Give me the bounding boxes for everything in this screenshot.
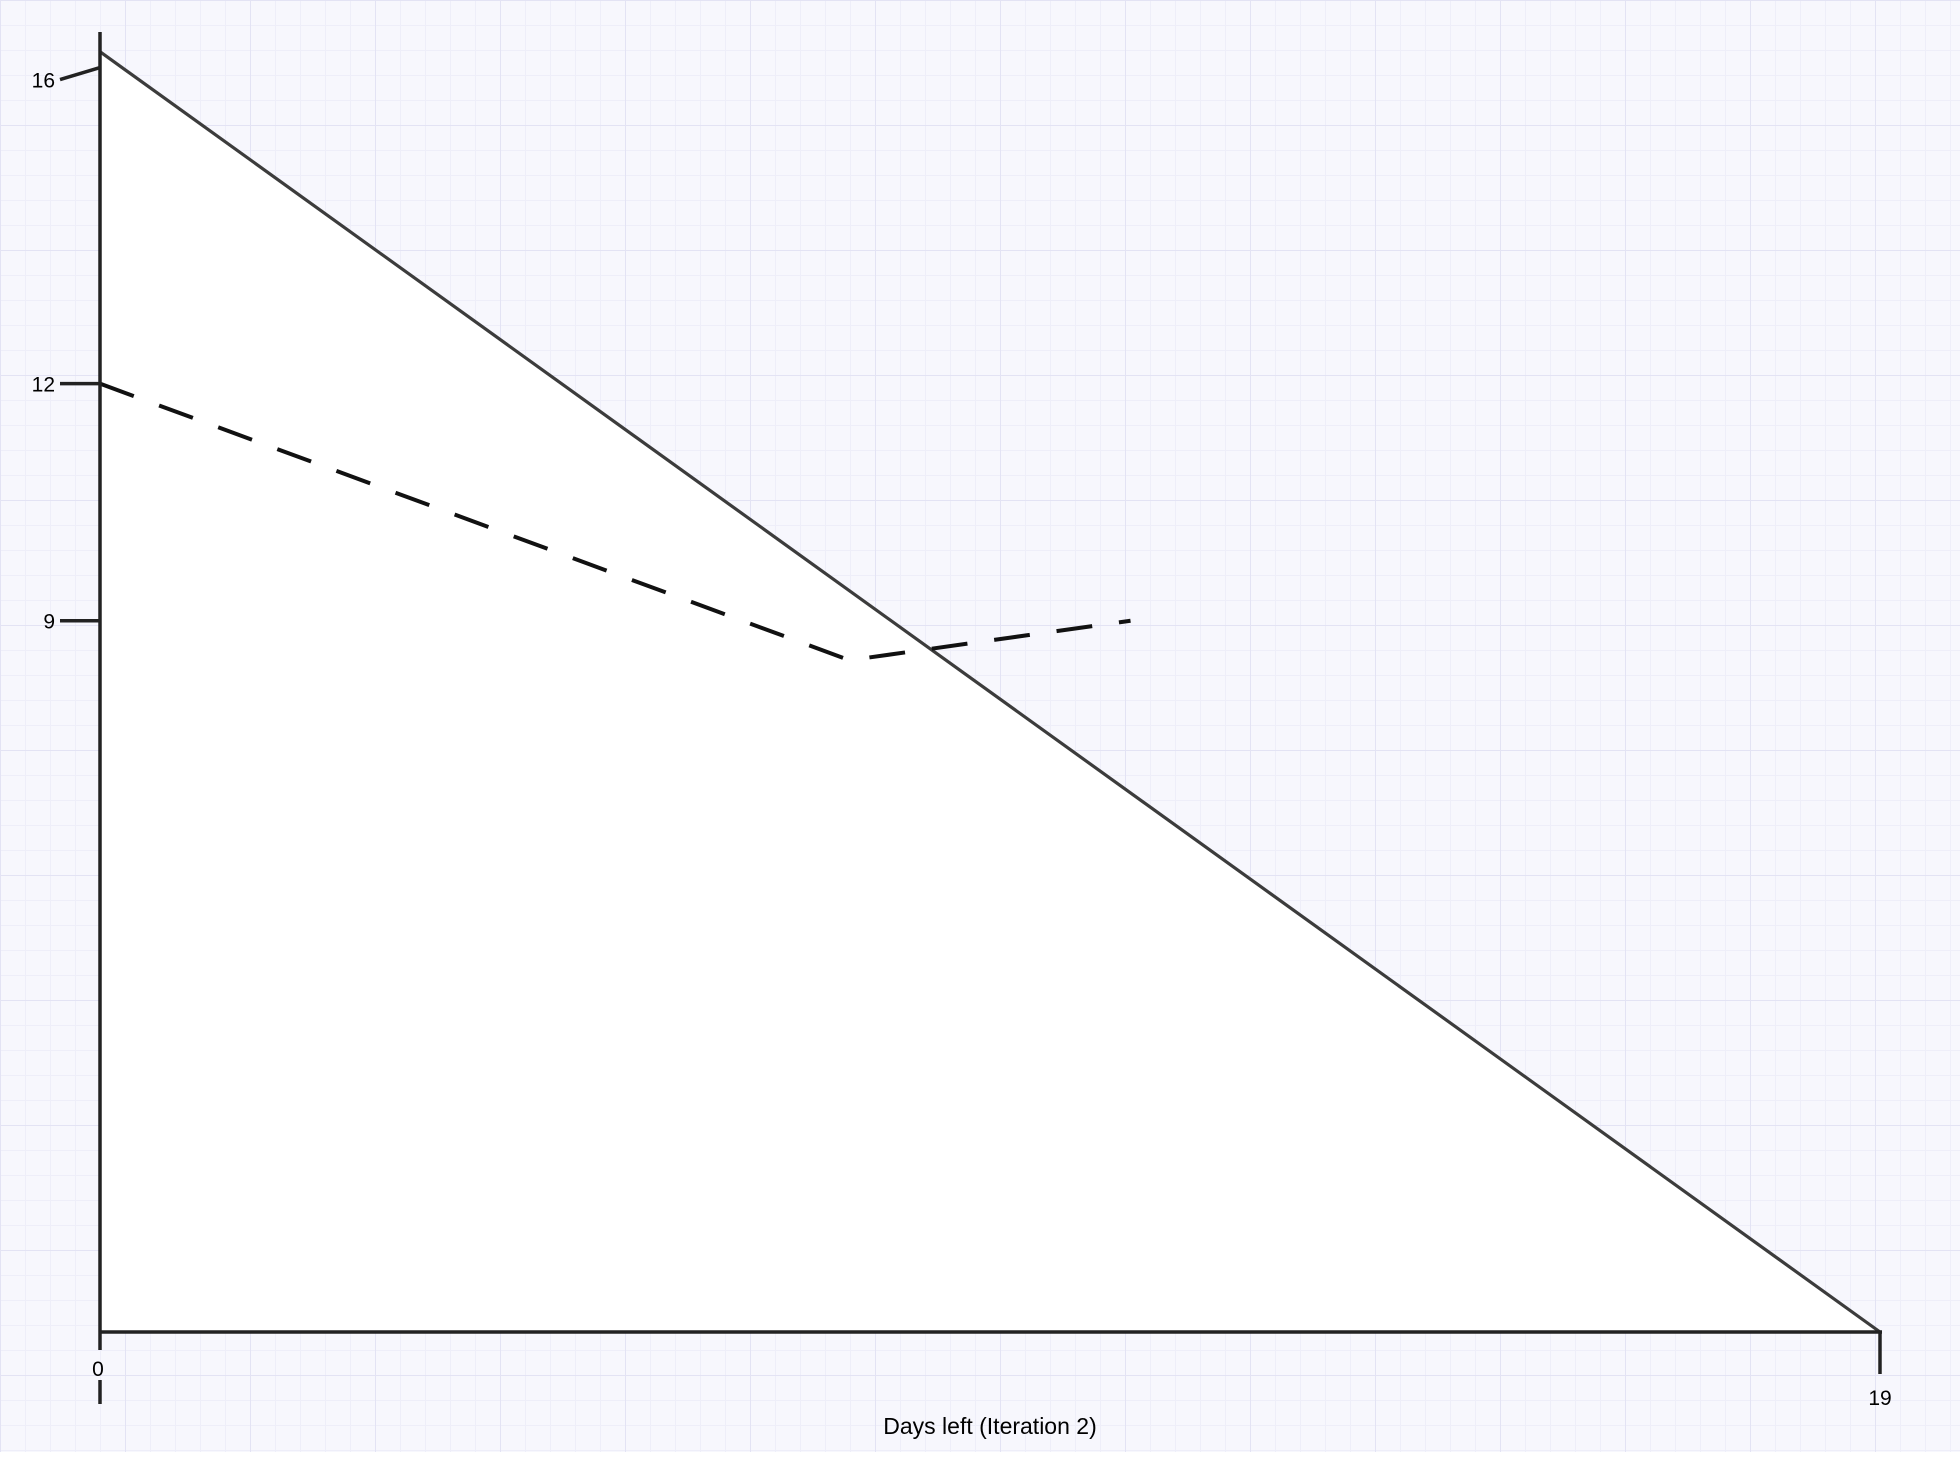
y-ticks: 16 12 9 bbox=[32, 65, 101, 634]
y-tick-label-12: 12 bbox=[32, 374, 55, 397]
series-layer bbox=[99, 50, 1881, 1334]
x-axis-label: Days left (Iteration 2) bbox=[883, 1413, 1096, 1439]
x-tick-label-19: 19 bbox=[1868, 1387, 1891, 1410]
actual-progress-line bbox=[99, 381, 1131, 663]
y-tick-label-9: 9 bbox=[43, 611, 55, 634]
ideal-burndown-line bbox=[99, 50, 1881, 1334]
y-tick-label-16: 16 bbox=[32, 70, 55, 93]
x-ticks: 0 19 bbox=[92, 1332, 1892, 1410]
y-tick-16 bbox=[59, 65, 101, 82]
x-tick-label-0: 0 bbox=[92, 1358, 104, 1381]
